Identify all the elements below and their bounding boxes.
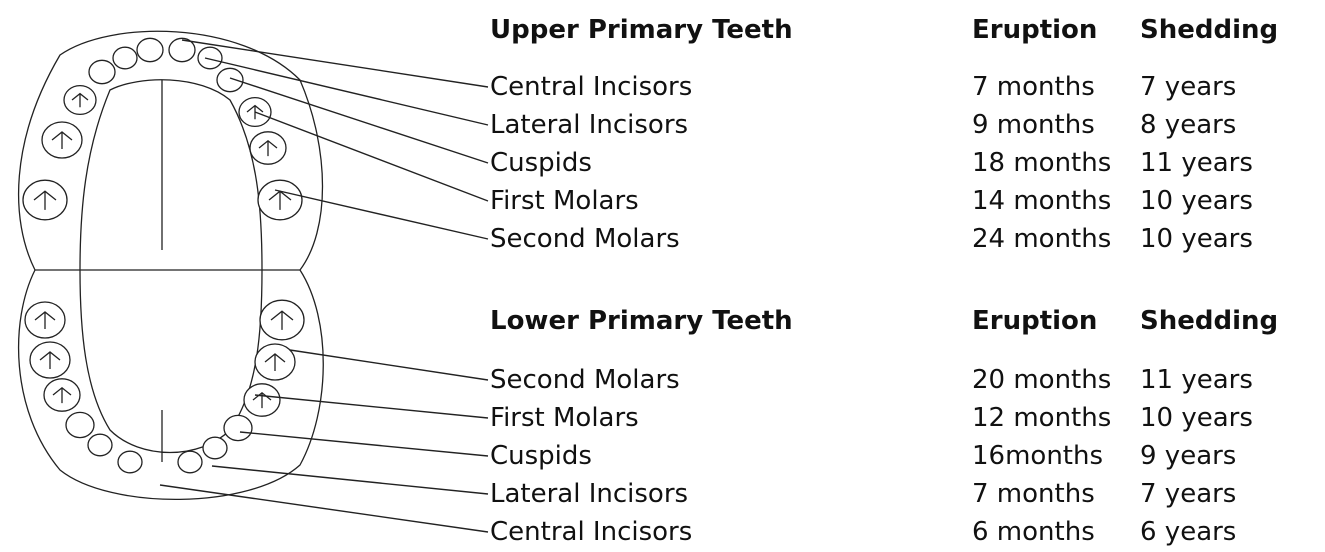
upper-row-eruption: 24 months	[972, 224, 1111, 254]
upper-row-shedding: 10 years	[1140, 186, 1253, 216]
upper-row-eruption: 14 months	[972, 186, 1111, 216]
upper-row-shedding: 8 years	[1140, 110, 1236, 140]
upper-tooth	[217, 68, 243, 91]
lower-tooth	[178, 451, 202, 473]
lower-row-shedding: 10 years	[1140, 403, 1253, 433]
lower-shedding-heading: Shedding	[1140, 306, 1278, 336]
lower-row-name: Second Molars	[490, 365, 680, 395]
upper-shedding-heading: Shedding	[1140, 15, 1278, 45]
upper-tooth	[198, 47, 222, 69]
upper-row-name: First Molars	[490, 186, 639, 216]
upper-row-name: Lateral Incisors	[490, 110, 688, 140]
palate-outline	[80, 80, 262, 453]
leader-line	[255, 395, 488, 418]
lower-tooth	[88, 434, 112, 456]
leader-line	[275, 190, 488, 239]
lower-row-shedding: 9 years	[1140, 441, 1236, 471]
upper-tooth	[137, 38, 163, 61]
lower-row-name: First Molars	[490, 403, 639, 433]
lower-tooth	[118, 451, 142, 473]
lower-tooth	[203, 437, 227, 459]
lower-row-shedding: 11 years	[1140, 365, 1253, 395]
upper-heading: Upper Primary Teeth	[490, 15, 793, 45]
upper-tooth	[113, 47, 137, 69]
lower-row-eruption: 20 months	[972, 365, 1111, 395]
lower-row-eruption: 16months	[972, 441, 1103, 471]
lower-row-name: Cuspids	[490, 441, 592, 471]
upper-row-shedding: 7 years	[1140, 72, 1236, 102]
lower-heading: Lower Primary Teeth	[490, 306, 793, 336]
upper-row-eruption: 9 months	[972, 110, 1095, 140]
upper-row-name: Central Incisors	[490, 72, 692, 102]
lower-row-name: Lateral Incisors	[490, 479, 688, 509]
lower-row-shedding: 6 years	[1140, 517, 1236, 547]
lower-tooth	[66, 412, 94, 437]
upper-row-eruption: 7 months	[972, 72, 1095, 102]
lower-tooth	[224, 415, 252, 440]
lower-row-eruption: 12 months	[972, 403, 1111, 433]
upper-tooth	[89, 60, 115, 83]
upper-row-eruption: 18 months	[972, 148, 1111, 178]
upper-row-name: Second Molars	[490, 224, 680, 254]
lower-eruption-heading: Eruption	[972, 306, 1097, 336]
upper-row-shedding: 11 years	[1140, 148, 1253, 178]
upper-row-name: Cuspids	[490, 148, 592, 178]
lower-row-shedding: 7 years	[1140, 479, 1236, 509]
upper-row-shedding: 10 years	[1140, 224, 1253, 254]
leader-line	[290, 350, 488, 380]
leader-line	[160, 485, 488, 532]
lower-row-eruption: 7 months	[972, 479, 1095, 509]
leader-line	[212, 466, 488, 494]
lower-row-eruption: 6 months	[972, 517, 1095, 547]
upper-eruption-heading: Eruption	[972, 15, 1097, 45]
lower-row-name: Central Incisors	[490, 517, 692, 547]
leader-line	[240, 432, 488, 456]
